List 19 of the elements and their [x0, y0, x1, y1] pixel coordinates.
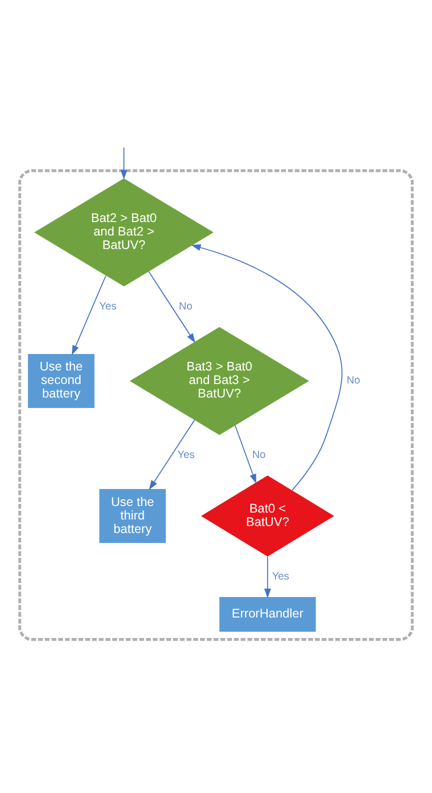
- node-diamond: Bat3 > Bat0 and Bat3 > BatUV?: [130, 326, 310, 434]
- node-diamond: Bat0 < BatUV?: [201, 474, 334, 556]
- node-box: ErrorHandler: [219, 596, 316, 632]
- edge-label: No: [178, 300, 192, 312]
- arrow: [234, 424, 256, 484]
- node-box: Use the third battery: [99, 488, 166, 542]
- edge-label: Yes: [99, 300, 117, 312]
- node-diamond: Bat2 > Bat0 and Bat2 > BatUV?: [34, 178, 214, 286]
- node-box: Use the second battery: [28, 353, 94, 408]
- arrow: [148, 270, 196, 342]
- edge-label: No: [252, 448, 266, 460]
- arrow: [191, 244, 342, 490]
- arrow: [72, 274, 106, 355]
- arrow: [148, 419, 195, 490]
- edge-label: Yes: [177, 448, 195, 460]
- arrow: [264, 556, 271, 598]
- edge-label: Yes: [272, 570, 290, 582]
- arrow: [120, 146, 128, 179]
- edge-label: No: [346, 374, 360, 386]
